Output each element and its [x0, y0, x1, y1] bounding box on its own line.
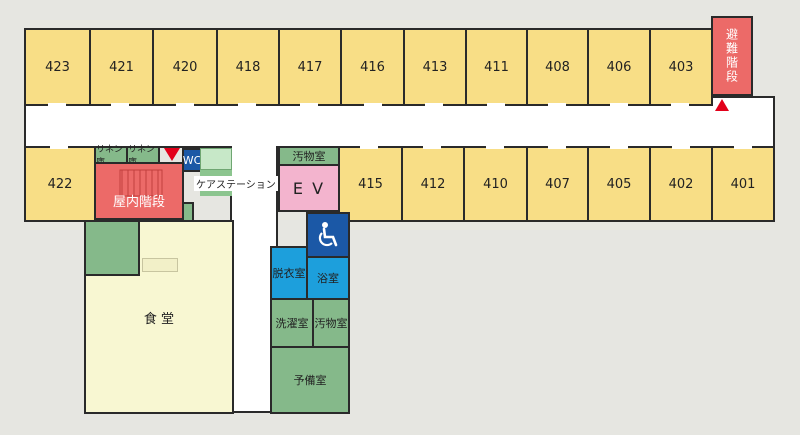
- room-405[interactable]: 405: [587, 146, 651, 222]
- room-407[interactable]: 407: [526, 146, 589, 222]
- dining-counter: [142, 258, 178, 272]
- door: [300, 103, 318, 106]
- emergency-stair[interactable]: 避難階段: [711, 16, 753, 96]
- door: [734, 146, 752, 149]
- room-406[interactable]: 406: [587, 28, 651, 106]
- bathroom[interactable]: 浴室: [306, 256, 350, 300]
- room-401[interactable]: 401: [711, 146, 775, 222]
- room-402[interactable]: 402: [649, 146, 713, 222]
- door: [548, 103, 566, 106]
- door: [364, 103, 382, 106]
- room-408[interactable]: 408: [526, 28, 589, 106]
- door: [548, 146, 566, 149]
- changing-room[interactable]: 脱衣室: [270, 246, 308, 300]
- soiled-room-bottom[interactable]: 汚物室: [312, 298, 350, 348]
- wc[interactable]: WC: [182, 148, 202, 172]
- door: [610, 103, 628, 106]
- room-417[interactable]: 417: [278, 28, 342, 106]
- door: [238, 103, 256, 106]
- room-403[interactable]: 403: [649, 28, 713, 106]
- indoor-stair-landing: [182, 202, 194, 222]
- door: [111, 103, 129, 106]
- door: [672, 146, 690, 149]
- soiled-room-top[interactable]: 汚物室: [278, 146, 340, 166]
- down-arrow-icon: [164, 148, 180, 161]
- room-415[interactable]: 415: [338, 146, 403, 222]
- door: [487, 103, 505, 106]
- door: [486, 146, 504, 149]
- indoor-stair[interactable]: 屋内階段: [94, 162, 184, 220]
- room-423[interactable]: 423: [24, 28, 91, 106]
- room-421[interactable]: 421: [89, 28, 154, 106]
- wheelchair-icon: [318, 222, 338, 247]
- dining-corner-room: [84, 220, 140, 276]
- stair-steps-icon: [119, 169, 163, 197]
- elevator[interactable]: E V: [278, 164, 340, 212]
- indoor-stair-label: 屋内階段: [112, 195, 165, 210]
- door: [48, 103, 66, 106]
- laundry-room[interactable]: 洗濯室: [270, 298, 314, 348]
- emergency-stair-label: 避難階段: [724, 28, 739, 84]
- room-411[interactable]: 411: [465, 28, 528, 106]
- room-410[interactable]: 410: [463, 146, 528, 222]
- room-418[interactable]: 418: [216, 28, 280, 106]
- door: [610, 146, 628, 149]
- door: [176, 103, 194, 106]
- emergency-exit-arrow-icon: [715, 99, 729, 111]
- room-413[interactable]: 413: [403, 28, 467, 106]
- accessible-toilet[interactable]: [306, 212, 350, 258]
- room-422[interactable]: 422: [24, 146, 96, 222]
- door: [50, 146, 68, 149]
- door: [360, 146, 378, 149]
- room-416[interactable]: 416: [340, 28, 405, 106]
- door: [671, 103, 689, 106]
- door: [425, 103, 443, 106]
- room-420[interactable]: 420: [152, 28, 218, 106]
- door: [423, 146, 441, 149]
- room-412[interactable]: 412: [401, 146, 465, 222]
- spare-room[interactable]: 予備室: [270, 346, 350, 414]
- care-station-desk: [200, 148, 232, 170]
- care-station-label: ケアステーション: [194, 176, 278, 191]
- dining-room-label: 食 堂: [143, 311, 175, 327]
